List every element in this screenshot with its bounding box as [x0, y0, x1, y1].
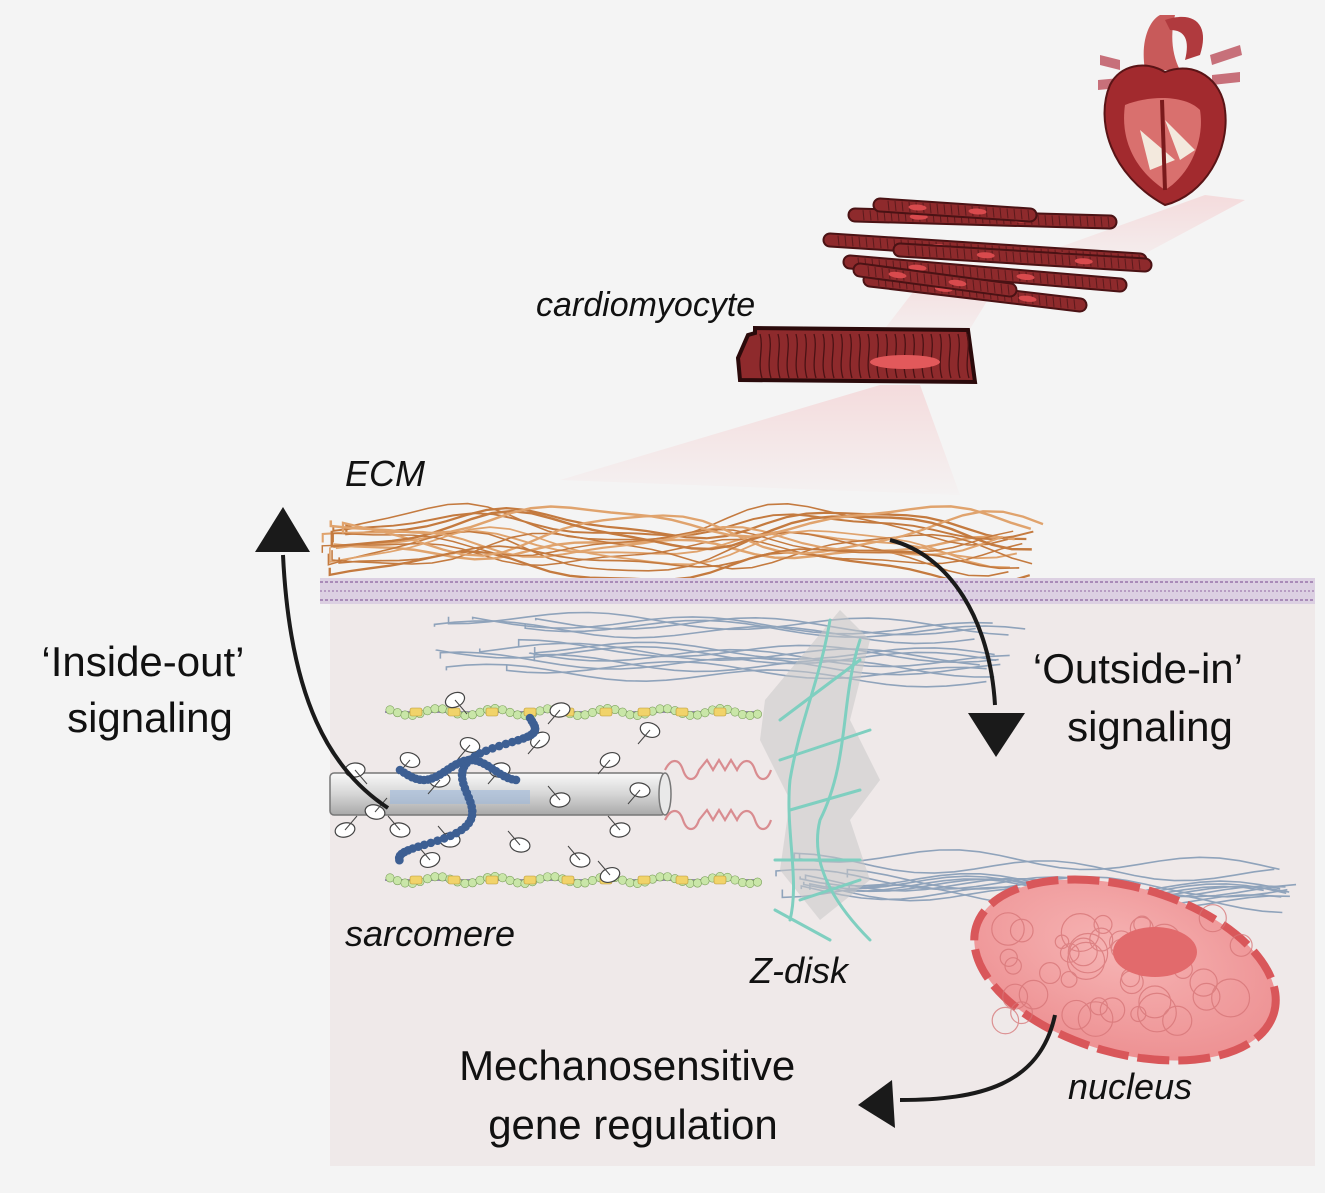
muscle-fiber [872, 197, 1038, 223]
muscle-tissue-icon [822, 197, 1153, 313]
nucleus-icon [970, 875, 1280, 1065]
nucleus-label: nucleus [1068, 1066, 1192, 1107]
outside-in-arrowhead [968, 713, 1025, 757]
muscle-fiber [842, 254, 1128, 293]
inside-out-label: ‘Inside-out’ signaling [41, 638, 254, 741]
inside-out-line-1: ‘Inside-out’ [41, 638, 243, 685]
inside-out-arrowhead [255, 507, 310, 552]
heart-icon [1098, 15, 1242, 207]
gene-regulation-arrow [899, 1014, 1057, 1102]
gene-regulation-arrowhead [858, 1080, 895, 1128]
sarcomere-icon [329, 691, 773, 888]
ecm-fibers-icon [321, 502, 1044, 586]
gene-regulation-line-2: gene regulation [488, 1101, 778, 1148]
inside-out-arrow [281, 554, 390, 810]
outside-in-arrow [889, 538, 997, 706]
muscle-fiber [892, 242, 1153, 273]
outside-in-label: ‘Outside-in’ signaling [1033, 645, 1253, 750]
inside-out-line-2: signaling [67, 694, 233, 741]
z-disk-label: Z-disk [749, 950, 850, 991]
cardiomyocyte-cell-icon [735, 325, 978, 385]
sarcomere-label: sarcomere [345, 913, 515, 954]
outside-in-line-1: ‘Outside-in’ [1033, 645, 1242, 692]
gene-regulation-label: Mechanosensitive gene regulation [459, 1042, 807, 1148]
z-disk-icon [760, 610, 880, 942]
zoom-beam-cell [560, 385, 960, 495]
cardiomyocyte-label: cardiomyocyte [536, 286, 755, 324]
gene-regulation-line-1: Mechanosensitive [459, 1042, 795, 1089]
muscle-fiber [852, 262, 1018, 298]
ecm-label: ECM [345, 453, 425, 494]
cell-membrane-icon [320, 578, 1315, 604]
outside-in-line-2: signaling [1067, 703, 1233, 750]
